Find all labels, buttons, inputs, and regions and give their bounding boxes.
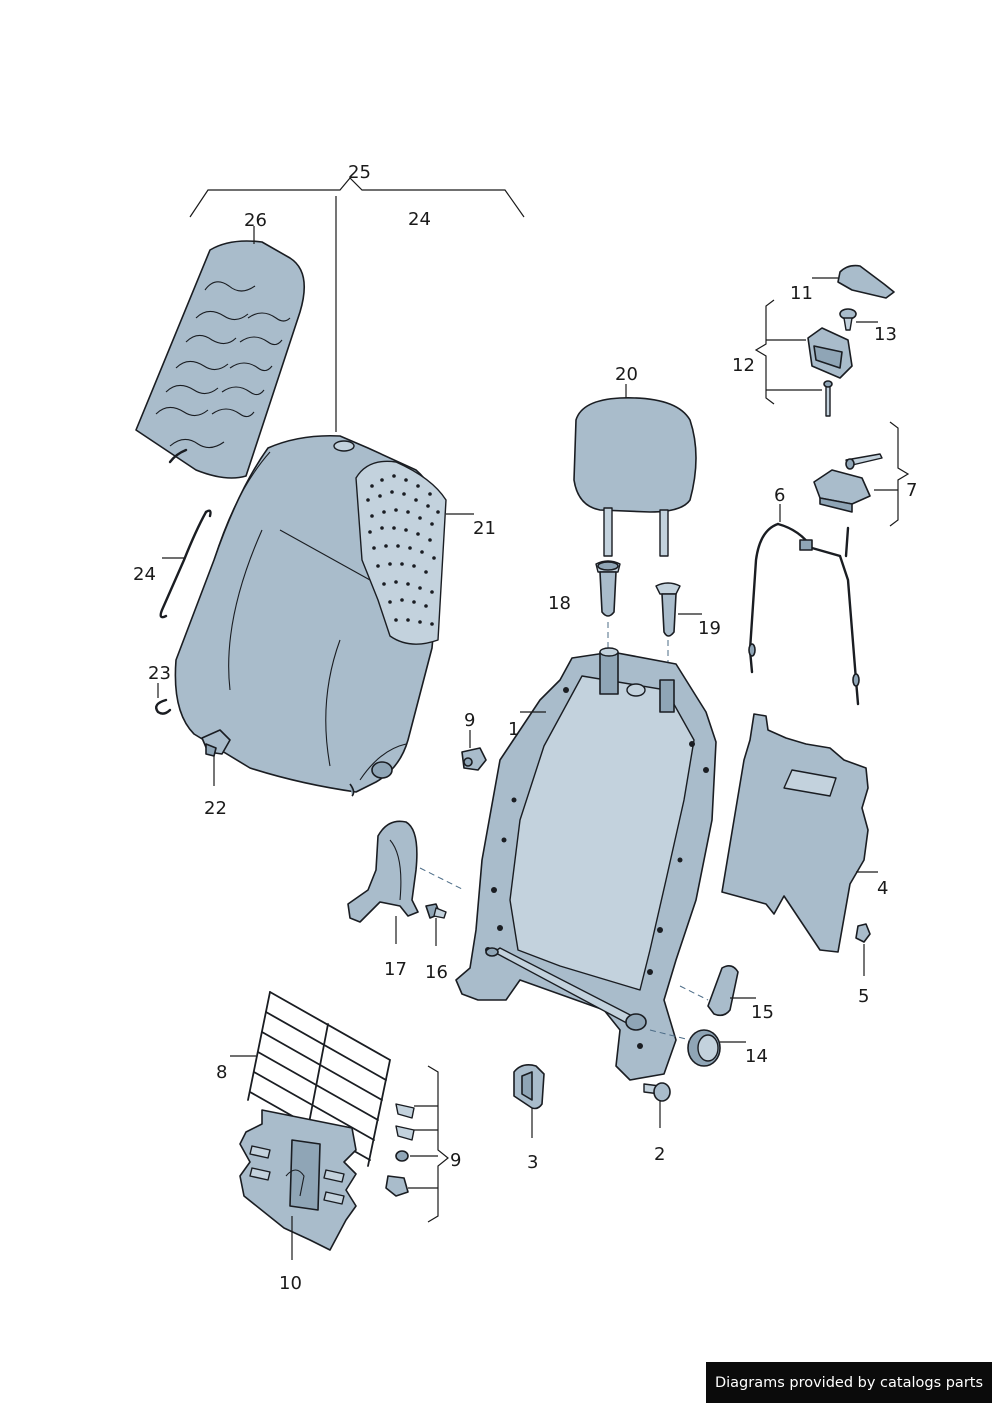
part-22-clip[interactable] bbox=[201, 729, 231, 757]
part-18-guide-sleeve[interactable] bbox=[595, 560, 621, 617]
label-3: 3 bbox=[527, 1152, 538, 1173]
part-10-lumbar-plate[interactable] bbox=[239, 1109, 357, 1251]
label-9-group: 9 bbox=[450, 1150, 461, 1171]
part-16-screw[interactable] bbox=[425, 903, 447, 919]
credit-text: Diagrams provided by catalogs parts bbox=[714, 1374, 984, 1391]
label-11: 11 bbox=[790, 283, 813, 304]
label-1: 1 bbox=[508, 719, 519, 740]
label-19: 19 bbox=[698, 618, 721, 639]
part-7-actuator[interactable] bbox=[813, 453, 883, 513]
label-9-top: 9 bbox=[464, 710, 475, 731]
part-15-lever-cover[interactable] bbox=[707, 964, 739, 1017]
part-9-fastener-group[interactable] bbox=[385, 1103, 415, 1197]
part-21-backrest-cover[interactable] bbox=[174, 434, 447, 797]
label-7: 7 bbox=[906, 480, 917, 501]
label-18: 18 bbox=[548, 593, 571, 614]
label-17: 17 bbox=[384, 959, 407, 980]
label-10: 10 bbox=[279, 1273, 302, 1294]
label-12: 12 bbox=[732, 355, 755, 376]
part-11-cover[interactable] bbox=[837, 264, 895, 299]
part-26-backrest-pad[interactable] bbox=[135, 240, 306, 479]
label-25: 25 bbox=[348, 162, 371, 183]
part-3-clip[interactable] bbox=[513, 1064, 545, 1110]
label-8: 8 bbox=[216, 1062, 227, 1083]
label-4: 4 bbox=[877, 878, 888, 899]
part-12-switch-housing[interactable] bbox=[807, 327, 853, 417]
part-5-nut[interactable] bbox=[855, 923, 871, 943]
credit-banner: Diagrams provided by catalogs parts bbox=[706, 1362, 992, 1403]
perforation-pattern bbox=[366, 474, 440, 626]
label-22: 22 bbox=[204, 798, 227, 819]
label-13: 13 bbox=[874, 324, 897, 345]
label-15: 15 bbox=[751, 1002, 774, 1023]
label-14: 14 bbox=[745, 1046, 768, 1067]
label-5: 5 bbox=[858, 986, 869, 1007]
label-2: 2 bbox=[654, 1144, 665, 1165]
part-2-bolt[interactable] bbox=[643, 1082, 671, 1102]
part-19-guide-sleeve[interactable] bbox=[655, 582, 681, 637]
label-24-top: 24 bbox=[408, 209, 431, 230]
part-24-wire-rod[interactable] bbox=[159, 509, 212, 619]
part-1-backrest-frame[interactable] bbox=[455, 647, 717, 1081]
part-14-knob[interactable] bbox=[687, 1029, 721, 1067]
part-17-trim-panel[interactable] bbox=[347, 820, 419, 923]
part-9-clip-top[interactable] bbox=[461, 747, 487, 771]
label-24-left: 24 bbox=[133, 564, 156, 585]
reference-labels: 25 24 26 11 13 12 20 6 7 21 24 18 19 23 … bbox=[133, 162, 917, 1294]
group-bracket-25 bbox=[189, 177, 525, 432]
label-20: 20 bbox=[615, 364, 638, 385]
label-23: 23 bbox=[148, 663, 171, 684]
part-20-headrest[interactable] bbox=[573, 397, 697, 557]
label-6: 6 bbox=[774, 485, 785, 506]
part-6-cable[interactable] bbox=[748, 522, 860, 706]
part-23-clip[interactable] bbox=[155, 698, 172, 715]
part-13-screw[interactable] bbox=[839, 308, 857, 331]
label-21: 21 bbox=[473, 518, 496, 539]
part-4-backing-panel[interactable] bbox=[721, 713, 869, 953]
label-16: 16 bbox=[425, 962, 448, 983]
label-26: 26 bbox=[244, 210, 267, 231]
